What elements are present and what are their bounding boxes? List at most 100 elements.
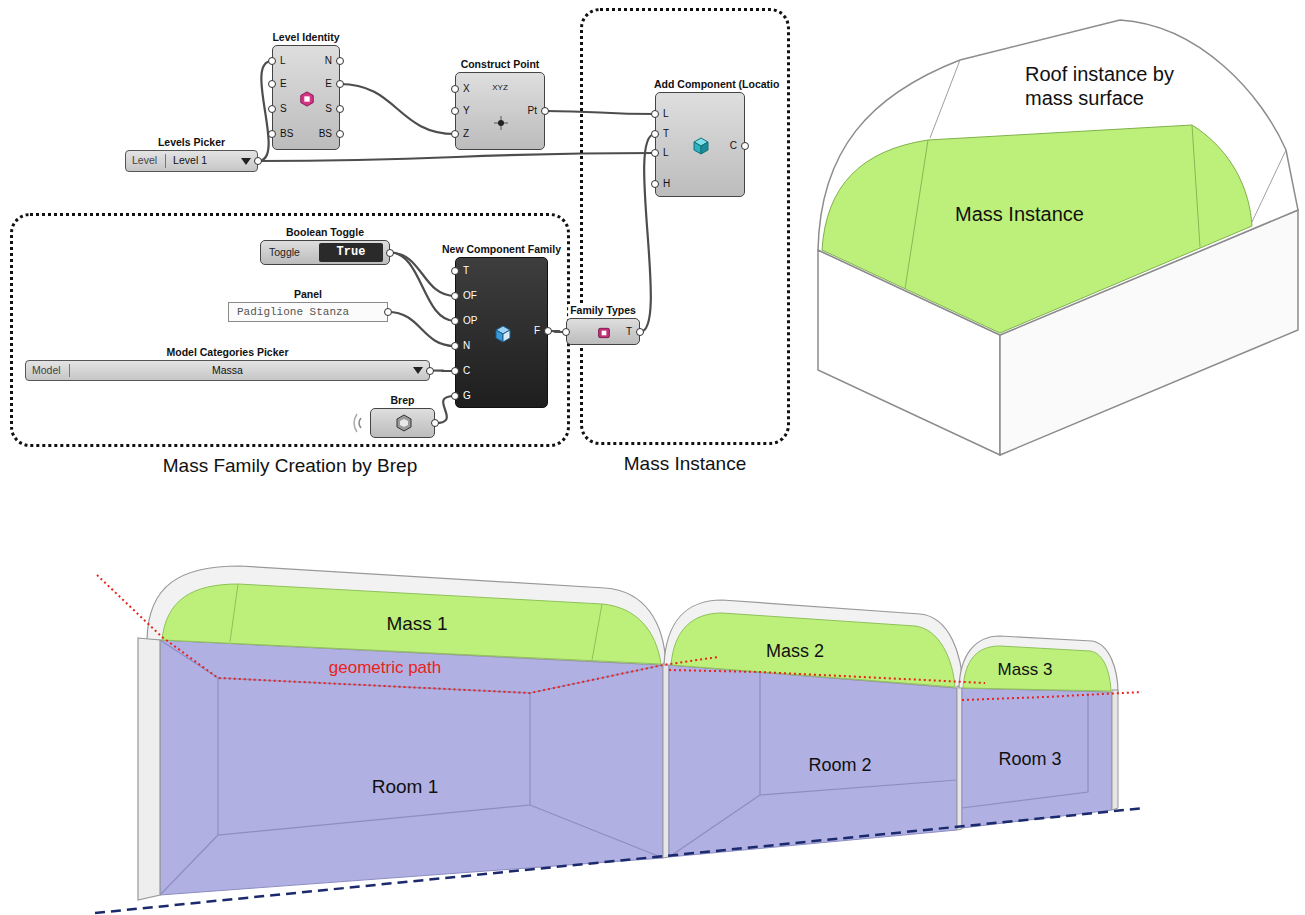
- port-nub: [451, 392, 459, 400]
- port-nub: [651, 130, 659, 138]
- output-port-label: S: [325, 102, 332, 116]
- output-port-label: T: [626, 325, 632, 339]
- group-label: Mass Family Creation by Brep: [163, 455, 417, 477]
- geometric-path-line: [669, 670, 985, 683]
- input-port-label: Z: [463, 127, 469, 141]
- wire: [258, 153, 655, 161]
- value-picker: Levels PickerLevelLevel 1: [125, 150, 258, 172]
- output-port-label: E: [325, 77, 332, 91]
- component-icon: [395, 414, 413, 432]
- toggle-value: True: [319, 243, 383, 262]
- output-port-label: C: [730, 139, 737, 153]
- path-label: geometric path: [329, 658, 441, 678]
- group-box: Mass Family Creation by BrepBoolean Togg…: [10, 213, 570, 447]
- roof-shell: [818, 20, 1298, 335]
- component-icon: [692, 137, 710, 155]
- room-edges: [669, 672, 957, 857]
- input-port-label: S: [280, 102, 287, 116]
- component-title: Family Types: [568, 304, 638, 317]
- port-nub: [451, 342, 459, 350]
- port-nub: [268, 130, 276, 138]
- roof-shell: [664, 600, 963, 688]
- toggle-label: Toggle: [269, 241, 300, 263]
- port-nub: [336, 130, 344, 138]
- mass-edge: [1192, 125, 1200, 247]
- wire: [388, 312, 455, 346]
- input-port-label: N: [463, 339, 470, 353]
- port-nub: [451, 317, 459, 325]
- port-nub: [336, 57, 344, 65]
- geometric-path-line: [962, 692, 1142, 700]
- mass-label: Mass 2: [766, 641, 824, 663]
- room-label: Room 3: [998, 749, 1061, 771]
- roof-shell: [959, 636, 1118, 693]
- input-port-label: X: [463, 82, 470, 96]
- component-icon: [494, 325, 512, 343]
- icon-shape: [304, 96, 309, 101]
- port-nub: [268, 105, 276, 113]
- panel-text: Padiglione Stanza: [237, 303, 349, 321]
- output-port-label: Pt: [528, 104, 537, 118]
- mass-label: Mass 3: [998, 660, 1053, 680]
- port-nub: [451, 267, 459, 275]
- mass-edge: [592, 604, 602, 660]
- component-title: Add Component (Locatio: [654, 78, 779, 91]
- port-nub: [651, 110, 659, 118]
- brep-param: Brep: [370, 408, 435, 438]
- icon-shape: [701, 142, 708, 154]
- room-label: Room 1: [372, 776, 439, 799]
- port-nub: [651, 149, 659, 157]
- component-icon: [492, 114, 510, 132]
- component-title: Level Identity: [272, 31, 339, 44]
- wire: [435, 396, 455, 423]
- port-nub: [562, 328, 570, 336]
- input-port-label: Y: [463, 104, 470, 118]
- picker-divider: [69, 364, 70, 377]
- wireless-arc: [354, 414, 357, 432]
- input-port-label: G: [463, 389, 471, 403]
- wireless-arc: [359, 418, 361, 428]
- room-volume: [669, 665, 957, 857]
- wall: [1112, 690, 1118, 810]
- wall: [138, 638, 160, 900]
- port-nub: [451, 85, 459, 93]
- wire: [640, 134, 655, 332]
- component: New Component FamilyTOFOPNCGF: [455, 257, 548, 408]
- callout-text: Mass Instance: [955, 202, 1084, 226]
- floor-line: [95, 808, 1145, 913]
- roof-shell: [147, 566, 666, 665]
- port-nub: [336, 80, 344, 88]
- port-nub: [541, 107, 549, 115]
- picker-label: Model: [32, 361, 61, 379]
- mass-solid: [963, 646, 1111, 691]
- group-box: Mass InstanceAdd Component (LocatioLTLHC: [580, 8, 790, 445]
- picker-value: Level 1: [173, 151, 207, 170]
- wire: [545, 111, 655, 114]
- wire: [390, 253, 455, 297]
- icon-shape: [397, 415, 411, 431]
- component-icon: [597, 326, 611, 340]
- text-panel: PanelPadiglione Stanza: [228, 302, 388, 322]
- geometric-path-line: [97, 575, 718, 693]
- input-port-label: OF: [463, 289, 477, 303]
- boolean-toggle: Boolean ToggleToggleTrue: [260, 240, 390, 265]
- port-nub: [431, 419, 439, 427]
- mass-edge: [905, 140, 928, 289]
- input-port-label: L: [280, 54, 286, 68]
- dropdown-arrow: [413, 367, 423, 374]
- room-volume: [962, 688, 1112, 828]
- port-nub: [451, 107, 459, 115]
- input-port-label: BS: [280, 127, 293, 141]
- component-icon: [299, 91, 315, 107]
- icon-shape: [301, 91, 313, 105]
- port-nub: [544, 327, 552, 335]
- component: Add Component (LocatioLTLHC: [655, 92, 745, 197]
- input-port-label: H: [663, 177, 670, 191]
- icon-shape: [498, 120, 504, 126]
- input-port-label: L: [663, 107, 669, 121]
- input-port-label: E: [280, 77, 287, 91]
- component-title: Panel: [294, 288, 322, 301]
- value-picker: Model Categories PickerModelMassa: [25, 360, 430, 381]
- picker-label: Level: [132, 151, 157, 170]
